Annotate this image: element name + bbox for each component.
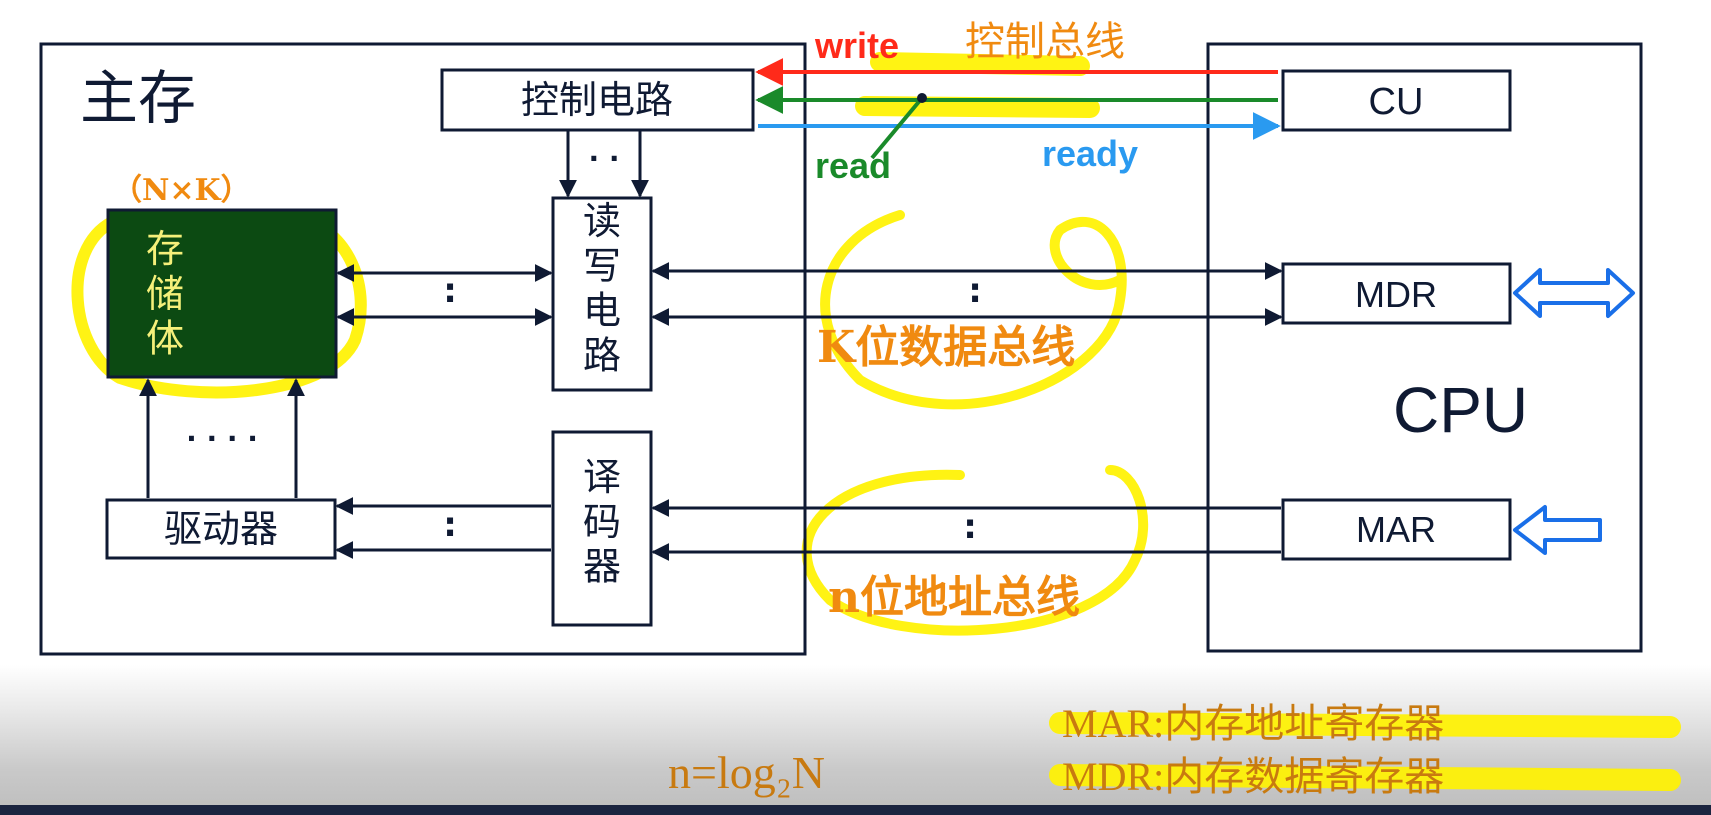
highlight-notes — [1049, 712, 1681, 791]
read-junction-dot — [917, 93, 927, 103]
storage-array — [106, 208, 338, 379]
cpu-title: CPU — [1393, 374, 1528, 446]
rw-circuit-box — [551, 196, 653, 392]
bottom-edge — [0, 805, 1711, 815]
address-bus-label: n位地址总线 — [828, 572, 1080, 623]
address-bus-dots: : — [963, 507, 977, 547]
mar-label: MAR — [1356, 509, 1436, 550]
data-bus-label: K位数据总线 — [817, 322, 1075, 373]
driver-box — [105, 498, 337, 560]
driver-label: 驱动器 — [164, 507, 278, 551]
mdr-label: MDR — [1355, 274, 1437, 315]
control-circuit-label: 控制电路 — [521, 78, 673, 122]
main-memory-title: 主存 — [80, 64, 196, 132]
control-bus-label: 控制总线 — [965, 19, 1125, 65]
mar-input-arrow-icon — [1513, 505, 1602, 555]
cpu-frame — [1206, 42, 1643, 653]
ready-label: ready — [1042, 133, 1138, 174]
highlight-read — [855, 96, 1100, 118]
cu-label: CU — [1369, 81, 1424, 123]
mar-definition: MAR:内存地址寄存器 — [1062, 701, 1444, 746]
cu-box — [1281, 69, 1512, 132]
read-label: read — [815, 145, 891, 186]
control-circuit-box — [440, 68, 755, 132]
formula-text: n=log₂N — [668, 747, 825, 798]
decoder-label: 译码器 — [583, 455, 621, 589]
rw-circuit-label: 读写电路 — [583, 199, 621, 378]
storage-rw-dots: : — [443, 271, 457, 311]
bottom-band — [0, 665, 1711, 815]
decoder-box — [551, 430, 653, 627]
main-memory-frame — [39, 42, 807, 656]
highlight-write — [870, 52, 1090, 76]
mdr-box — [1281, 262, 1512, 325]
data-bus-dots: : — [968, 271, 982, 311]
ctrl-dots: · · — [588, 142, 619, 175]
storage-size-label: （N×K） — [112, 173, 251, 208]
mdr-definition: MDR:内存数据寄存器 — [1062, 754, 1444, 799]
driver-storage-dots: · · · · — [186, 422, 258, 455]
decoder-driver-dots: : — [443, 505, 457, 545]
write-label: write — [814, 25, 899, 66]
internal-connections — [139, 130, 649, 559]
mdr-io-arrow-icon — [1513, 268, 1635, 318]
data-bus — [651, 262, 1283, 326]
mar-box — [1281, 498, 1512, 561]
address-bus — [651, 499, 1281, 561]
storage-array-label: 存储体 — [146, 227, 184, 361]
read-leader-line — [870, 96, 924, 160]
